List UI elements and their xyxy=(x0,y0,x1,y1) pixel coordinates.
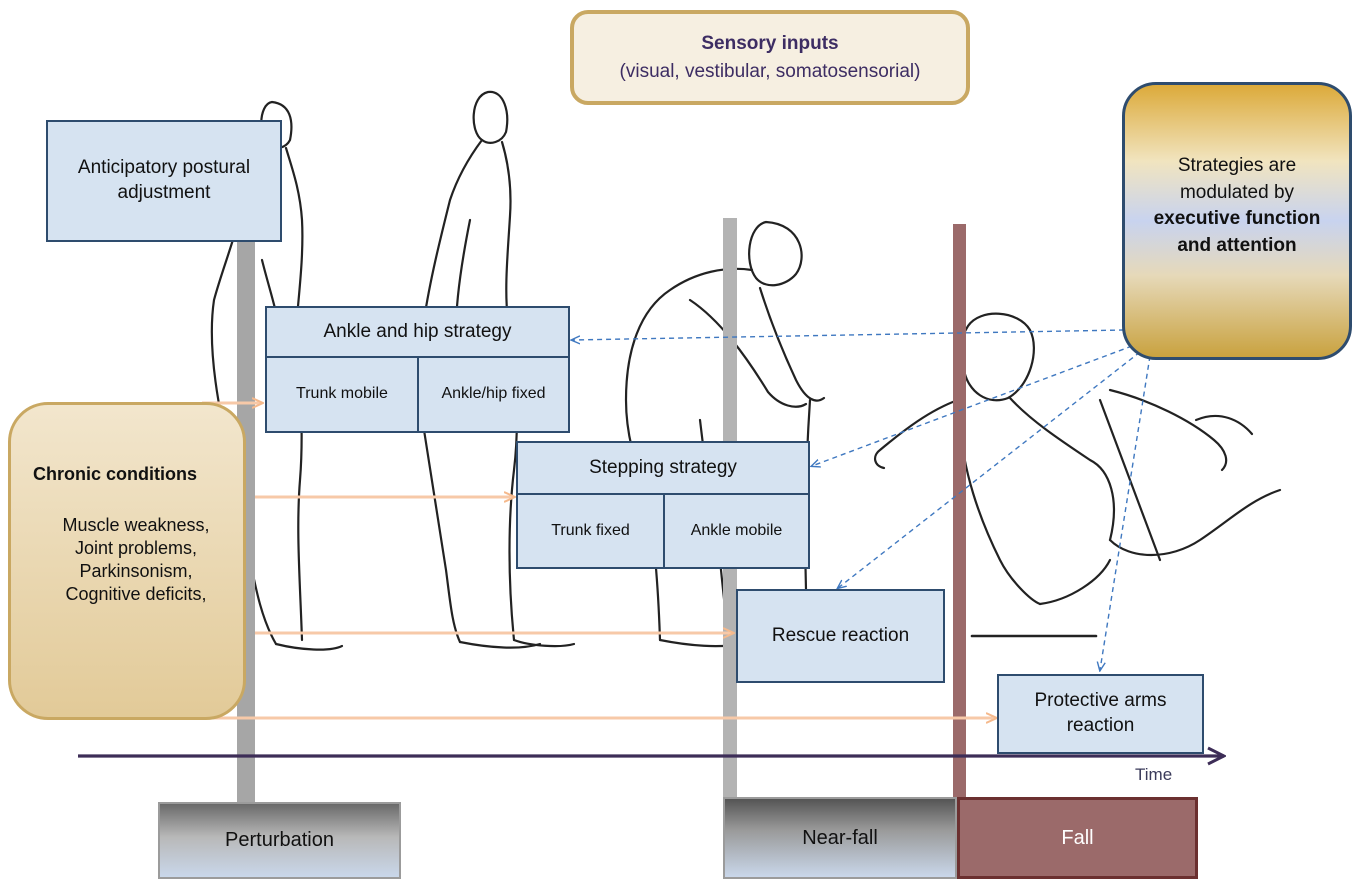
stepping-strategy-title: Stepping strategy xyxy=(516,441,810,495)
executive-function-box: Strategies are modulated by executive fu… xyxy=(1122,82,1352,360)
protective-arms-box: Protective arms reaction xyxy=(997,674,1204,754)
stepping-right-cell: Ankle mobile xyxy=(663,493,810,569)
sensory-inputs-title: Sensory inputs xyxy=(701,33,839,54)
chronic-conditions-box: Chronic conditions Muscle weakness, Join… xyxy=(8,402,246,720)
phase-perturbation: Perturbation xyxy=(158,802,401,879)
stepping-left-cell: Trunk fixed xyxy=(516,493,665,569)
sensory-inputs-box: Sensory inputs (visual, vestibular, soma… xyxy=(570,10,970,105)
chronic-item: Cognitive deficits, xyxy=(65,584,207,605)
executive-bold: executive function and attention xyxy=(1153,208,1321,256)
rescue-reaction-box: Rescue reaction xyxy=(736,589,945,683)
chronic-item: Muscle weakness, xyxy=(62,515,210,536)
executive-line: Strategies are modulated by xyxy=(1177,155,1297,203)
fall-bar xyxy=(953,224,966,806)
chronic-item: Parkinsonism, xyxy=(79,561,193,582)
phase-fall: Fall xyxy=(957,797,1198,879)
sensory-inputs-detail: (visual, vestibular, somatosensorial) xyxy=(619,60,921,82)
chronic-item: Joint problems, xyxy=(74,538,198,559)
ankle-hip-right-cell: Ankle/hip fixed xyxy=(417,356,570,433)
time-label: Time xyxy=(1135,765,1173,784)
anticipatory-adjustment-box: Anticipatory postural adjustment xyxy=(46,120,282,242)
executive-arrows xyxy=(572,329,1151,670)
chronic-conditions-title: Chronic conditions xyxy=(33,464,197,484)
ankle-hip-left-cell: Trunk mobile xyxy=(265,356,419,433)
falling-figure xyxy=(874,312,1282,638)
phase-near-fall: Near-fall xyxy=(723,797,957,879)
ankle-hip-strategy-title: Ankle and hip strategy xyxy=(265,306,570,358)
